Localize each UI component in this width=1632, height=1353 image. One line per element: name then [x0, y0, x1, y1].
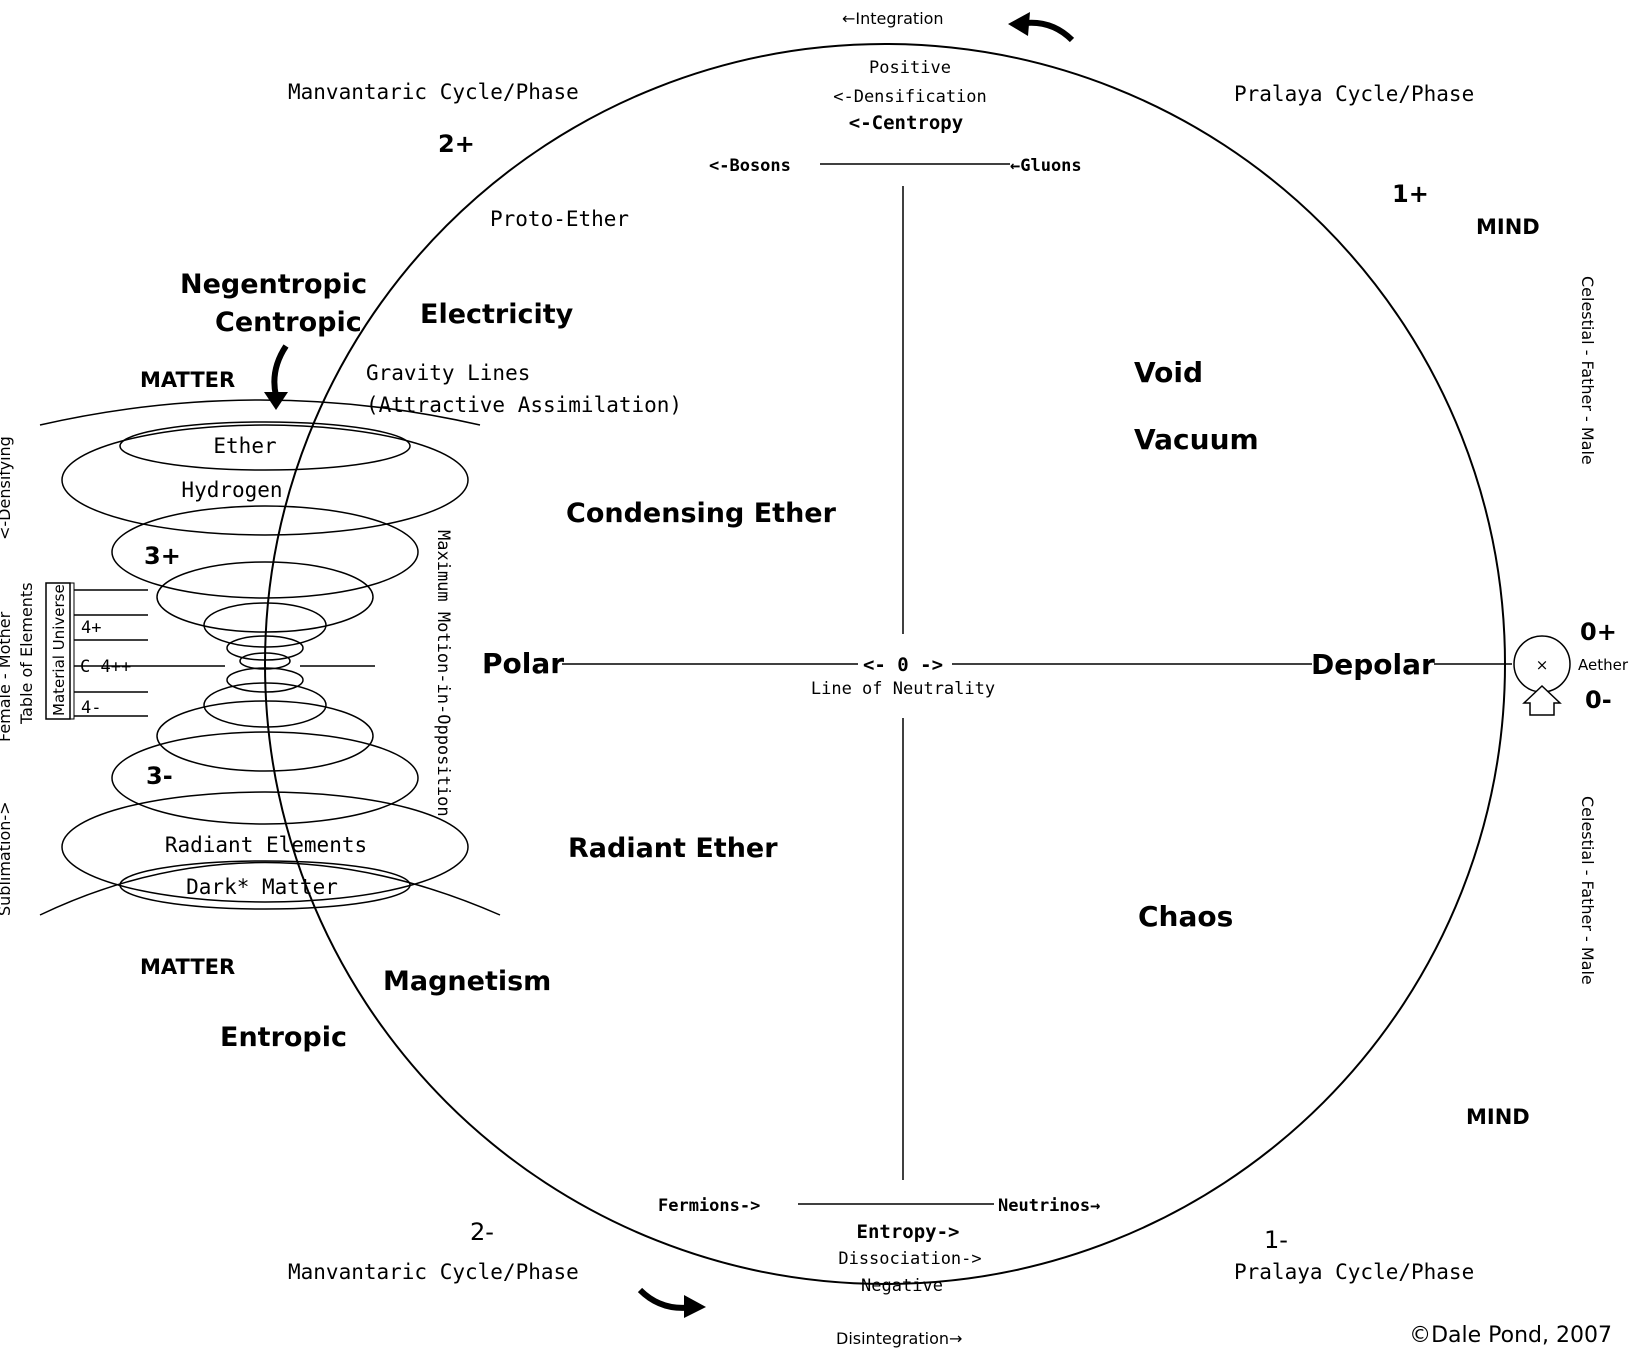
chaos-label: Chaos	[1138, 900, 1233, 933]
two-plus-label: 2+	[438, 130, 475, 158]
negative-label: Negative	[861, 1276, 943, 1296]
material-universe-label: Material Universe	[50, 584, 68, 716]
mind-bottom-label: MIND	[1466, 1105, 1530, 1129]
integration-arrowhead-icon	[1008, 12, 1030, 36]
positive-label: Positive	[869, 58, 951, 78]
attractive-assimilation-label: (Attractive Assimilation)	[366, 393, 682, 417]
three-plus-label: 3+	[144, 542, 181, 570]
sublimation-label: Sublimation->	[0, 801, 14, 916]
table-of-elements-box	[69, 582, 75, 720]
disintegration-label: Disintegration→	[836, 1329, 962, 1348]
condensing-ether-label: Condensing Ether	[566, 498, 837, 529]
dissociation-label: Dissociation->	[838, 1249, 981, 1269]
densifying-label: <-Densifying	[0, 436, 14, 540]
line-of-neutrality-label: Line of Neutrality	[811, 679, 995, 699]
magnetism-label: Magnetism	[383, 966, 551, 997]
level4a-ellipse	[226, 635, 304, 661]
max-motion-label: Maximum Motion-in-Opposition	[433, 530, 453, 817]
hydrogen-ellipse	[61, 424, 469, 536]
four-plus-label: 4+	[81, 618, 101, 638]
level4-ellipse	[203, 602, 327, 648]
level4minus-ellipse	[203, 682, 327, 728]
zero-minus-label: 0-	[1585, 686, 1612, 714]
copyright-label: ©Dale Pond, 2007	[1409, 1323, 1612, 1348]
zero-label: <- 0 ->	[863, 654, 943, 676]
polar-label: Polar	[482, 647, 564, 680]
gluons-label: ←Gluons	[1010, 156, 1082, 176]
one-minus-label: 1-	[1264, 1226, 1288, 1254]
proto-ether-label: Proto-Ether	[490, 207, 629, 231]
radiant-elements-label: Radiant Elements	[165, 833, 367, 857]
negentropic-label: Negentropic	[180, 269, 367, 300]
electricity-label: Electricity	[420, 299, 574, 330]
depolar-label: Depolar	[1311, 648, 1435, 681]
radiant-ether-label: Radiant Ether	[568, 833, 778, 864]
level3plus-ellipse	[111, 505, 419, 599]
pralaya-top-label: Pralaya Cycle/Phase	[1234, 82, 1474, 106]
level3plus-inner-ellipse	[156, 561, 374, 633]
three-minus-label: 3-	[146, 762, 173, 790]
ether-ellipse	[119, 421, 411, 471]
dark-matter-ellipse	[119, 860, 411, 910]
c-four-label: C 4++	[80, 657, 131, 677]
celestial-bottom-label: Celestial - Father - Male	[1578, 796, 1597, 985]
mind-top-label: MIND	[1476, 215, 1540, 239]
aether-label: Aether	[1578, 656, 1629, 674]
hydrogen-label: Hydrogen	[181, 478, 282, 502]
entropy-label: Entropy->	[857, 1221, 960, 1243]
dark-matter-label: Dark* Matter	[186, 875, 338, 899]
fermions-label: Fermions->	[658, 1196, 760, 1216]
manvantaric-top-label: Manvantaric Cycle/Phase	[288, 80, 579, 104]
zero-plus-label: 0+	[1580, 618, 1617, 646]
radiant-elements-ellipse	[61, 791, 469, 903]
gravity-arc-top	[39, 399, 481, 426]
void-label: Void	[1134, 356, 1203, 389]
bosons-label: <-Bosons	[709, 156, 791, 176]
negentropic-curved-arrow-icon	[271, 344, 289, 397]
x-mark: ×	[1536, 656, 1549, 674]
level4b-ellipse	[226, 667, 304, 693]
vacuum-label: Vacuum	[1134, 423, 1259, 456]
centropic-label: Centropic	[215, 307, 362, 338]
entropic-label: Entropic	[220, 1022, 347, 1053]
gravity-arc-bottom	[39, 861, 501, 916]
pralaya-bottom-label: Pralaya Cycle/Phase	[1234, 1260, 1474, 1284]
element-ticks	[74, 589, 375, 717]
one-plus-label: 1+	[1392, 180, 1429, 208]
aether-up-arrow-icon	[1522, 684, 1562, 716]
integration-label: ←Integration	[842, 9, 944, 28]
gravity-lines-label: Gravity Lines	[366, 361, 530, 385]
disintegration-arrowhead-icon	[684, 1295, 706, 1318]
level3minus-inner-ellipse	[156, 700, 374, 772]
manvantaric-bottom-label: Manvantaric Cycle/Phase	[288, 1260, 579, 1284]
two-minus-label: 2-	[470, 1218, 494, 1246]
negentropic-arrowhead-icon	[264, 392, 288, 410]
female-mother-label: Female - Mother	[0, 611, 14, 742]
neutrinos-label: Neutrinos→	[998, 1196, 1100, 1216]
celestial-top-label: Celestial - Father - Male	[1578, 276, 1597, 465]
matter-bottom-label: MATTER	[140, 955, 235, 979]
elements-stack	[61, 421, 469, 910]
ether-label: Ether	[213, 434, 276, 458]
level3minus-ellipse	[111, 731, 419, 825]
centropy-label: <-Centropy	[849, 112, 963, 134]
four-minus-label: 4-	[81, 698, 101, 718]
matter-top-label: MATTER	[140, 368, 235, 392]
densification-label: <-Densification	[833, 87, 987, 107]
table-of-elements-label: Table of Elements	[17, 582, 36, 725]
carbon-ellipse	[239, 652, 291, 670]
